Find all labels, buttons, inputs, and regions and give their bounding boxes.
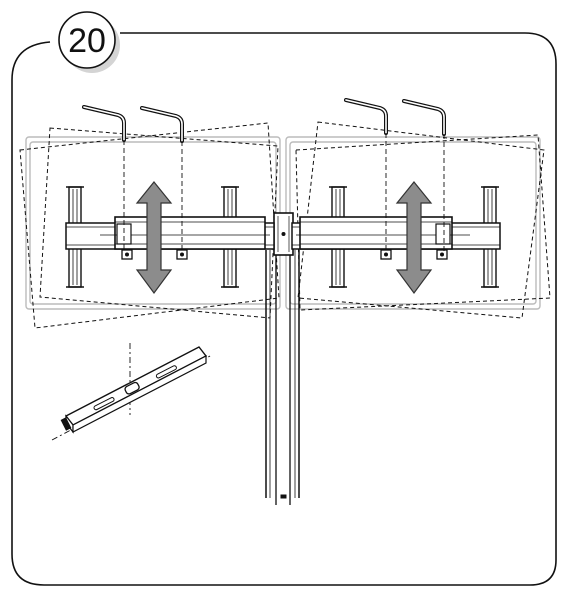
right-screen-bracket: [291, 186, 501, 288]
mounting-pole: [265, 250, 300, 505]
pole-clamp: [273, 212, 294, 256]
step-number-badge: 20: [58, 11, 120, 73]
left-screen-bracket: [65, 186, 275, 288]
allen-key-icon: [82, 98, 446, 143]
tool-guide-lines: [123, 133, 445, 252]
double-headed-vertical-arrow-icon: [135, 181, 433, 295]
spirit-level-icon: [51, 343, 213, 441]
step-frame: [11, 32, 557, 586]
step-number: 20: [68, 22, 106, 60]
